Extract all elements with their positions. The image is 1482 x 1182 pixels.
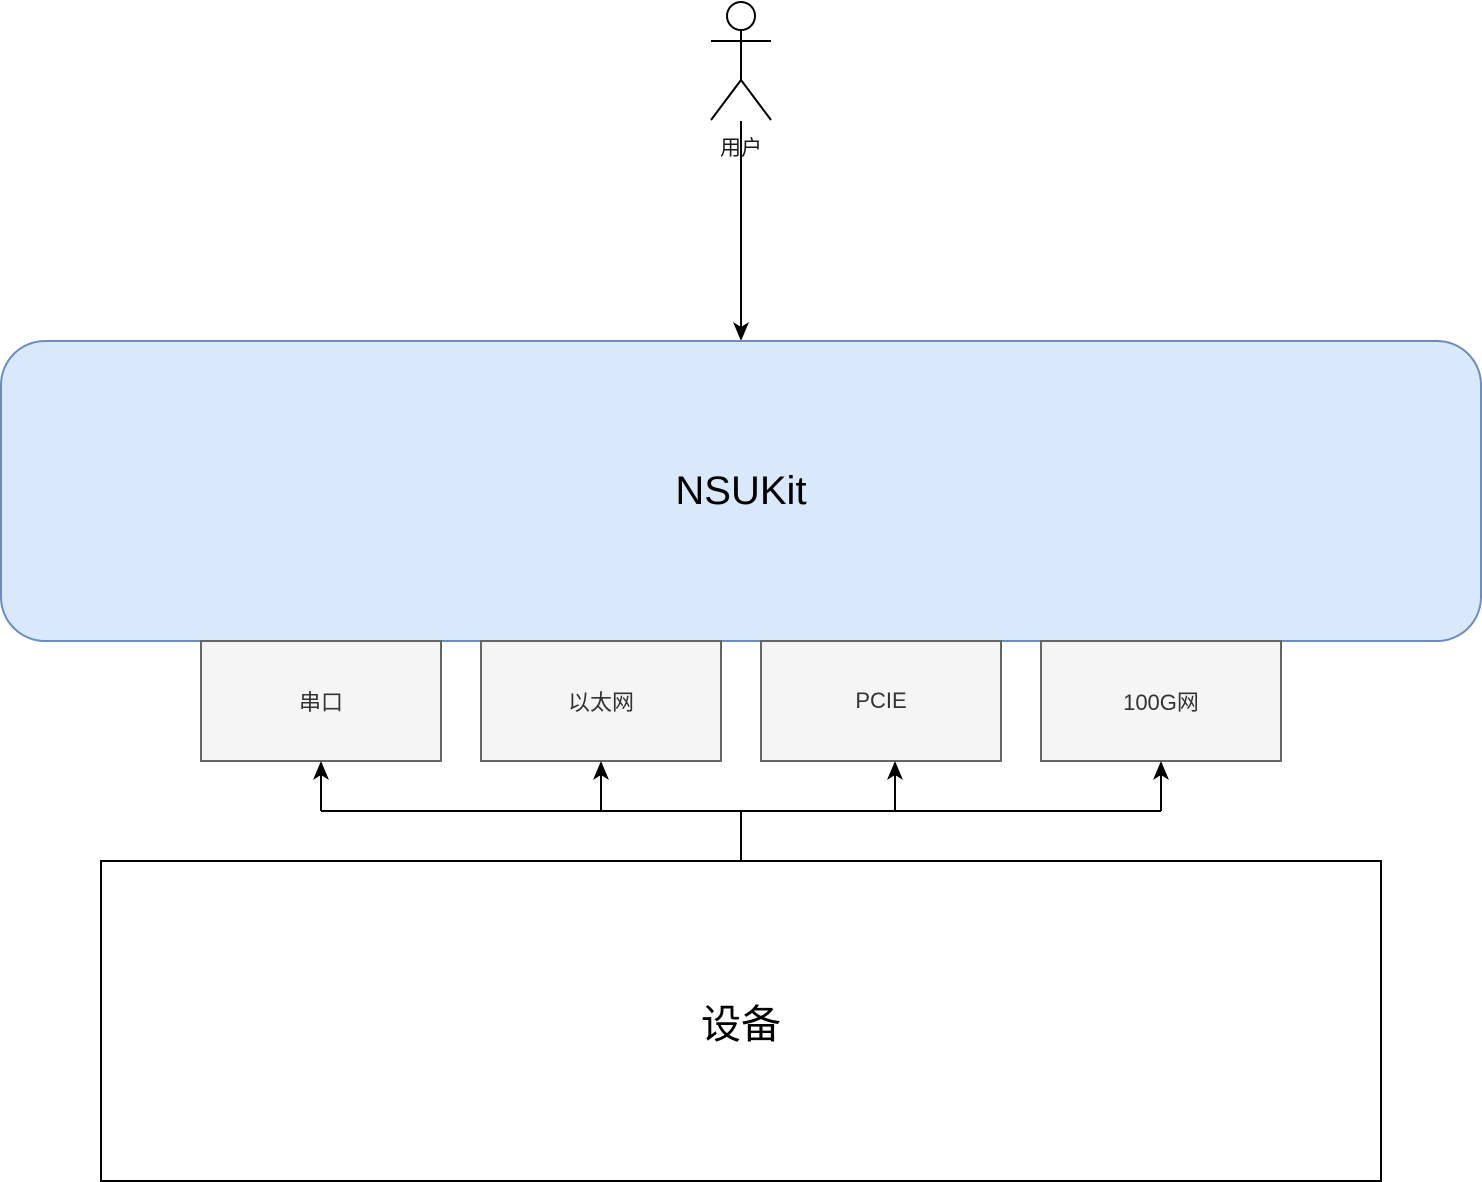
framework-box	[0, 340, 1482, 642]
arrowhead-100g	[1153, 761, 1169, 780]
user-actor-icon	[710, 1, 772, 121]
device-connectors	[320, 770, 1162, 861]
connector-arrowheads	[313, 761, 1169, 780]
framework-label: NSUKit	[675, 468, 807, 513]
interface-box-ethernet	[480, 640, 722, 762]
user-right-leg	[740, 79, 772, 121]
user-to-framework-arrowhead	[733, 322, 749, 341]
device-box	[100, 860, 1382, 1182]
user-head	[726, 1, 756, 31]
interface-label-100g: 100G网	[1123, 690, 1199, 715]
user-left-leg	[710, 79, 742, 121]
interface-box-pcie	[760, 640, 1002, 762]
arrowhead-pcie	[887, 761, 903, 780]
arrowhead-ethernet	[593, 761, 609, 780]
arrowhead-serial	[313, 761, 329, 780]
interface-box-serial	[200, 640, 442, 762]
interface-label-pcie: PCIE	[855, 688, 907, 713]
interface-label-ethernet: 以太网	[567, 690, 634, 715]
interface-box-100g	[1040, 640, 1282, 762]
interface-label-serial: 串口	[298, 690, 343, 715]
user-label: 用户	[720, 137, 762, 160]
device-label: 设备	[701, 1003, 781, 1047]
